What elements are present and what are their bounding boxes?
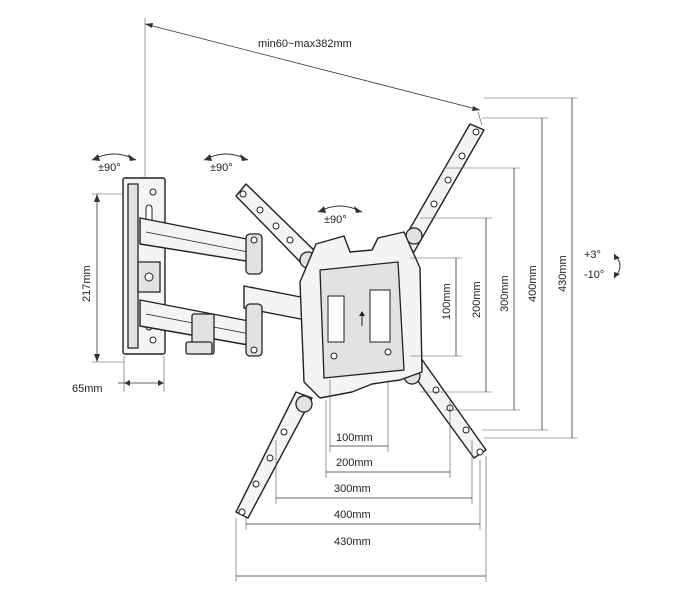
tilt-down-label: -10° — [584, 269, 604, 281]
vertical-200-label: 200mm — [471, 281, 483, 318]
horizontal-400-label: 400mm — [334, 509, 371, 521]
vertical-300-label: 300mm — [499, 275, 511, 312]
vertical-dimensions: 100mm 200mm 300mm 400mm 430mm — [410, 97, 578, 439]
wall-plate-height-label: 217mm — [81, 265, 93, 302]
wall-swivel-label: ±90° — [98, 162, 121, 174]
arm-swivel-indicator: ±90° — [203, 153, 249, 174]
horizontal-300-label: 300mm — [334, 483, 371, 495]
wall-plate-depth-label: 65mm — [72, 383, 103, 395]
extension-label: min60~max382mm — [258, 38, 352, 50]
wall-swivel-indicator: ±90° — [91, 153, 137, 174]
horizontal-200-label: 200mm — [336, 457, 373, 469]
vertical-100-label: 100mm — [441, 283, 453, 320]
arm-swivel-label: ±90° — [210, 162, 233, 174]
extension-dimension: min60~max382mm — [144, 18, 483, 180]
vertical-430-label: 430mm — [557, 255, 569, 292]
tilt-indicator: +3° -10° — [584, 249, 621, 281]
wall-plate-height-dimension: 217mm — [81, 193, 124, 363]
horizontal-dimensions: 100mm 200mm 300mm 400mm 430mm — [235, 380, 487, 582]
vesa-bracket — [235, 123, 487, 519]
horizontal-430-label: 430mm — [334, 536, 371, 548]
wall-plate-depth-dimension: 65mm — [72, 356, 165, 395]
vertical-400-label: 400mm — [527, 265, 539, 302]
plate-rotate-indicator: ±90° — [317, 205, 363, 226]
horizontal-100-label: 100mm — [336, 432, 373, 444]
tilt-up-label: +3° — [584, 249, 601, 261]
plate-rotate-label: ±90° — [324, 214, 347, 226]
